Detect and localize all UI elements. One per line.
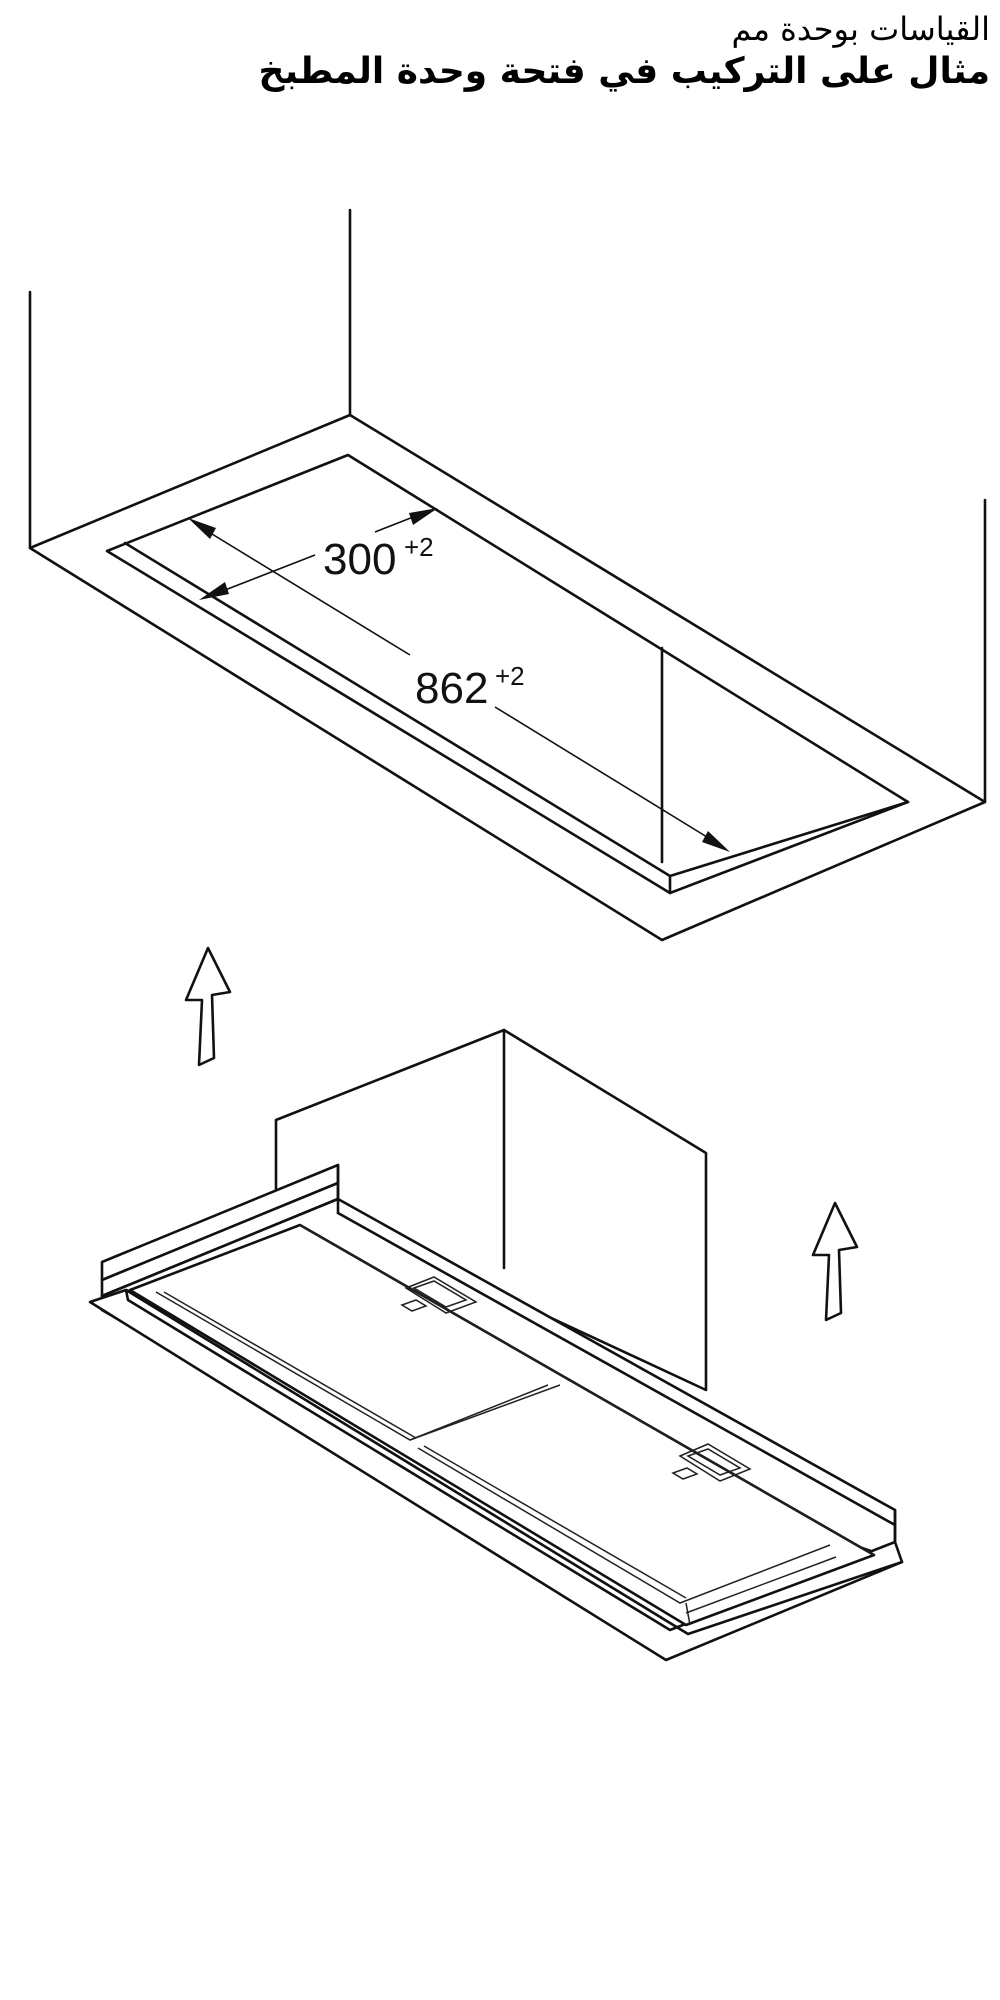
- arrowhead: [199, 582, 229, 600]
- arrowhead: [409, 508, 438, 525]
- dimension-width: 862 +2: [188, 518, 730, 852]
- cabinet-cutout: [28, 208, 987, 942]
- filter-panel-right: [417, 1447, 831, 1604]
- filter-handle-icon: [671, 1443, 752, 1482]
- width-tolerance: +2: [495, 661, 525, 691]
- up-arrow-left-icon: [184, 946, 232, 1067]
- motor-housing: [274, 1028, 708, 1392]
- header: القياسات بوحدة مم مثال على التركيب في فت…: [90, 8, 990, 94]
- dimension-depth: 300 +2: [199, 508, 438, 600]
- units-note: القياسات بوحدة مم: [731, 10, 990, 48]
- arrowhead: [188, 518, 216, 539]
- diagram-title: مثال على التركيب في فتحة وحدة المطبخ: [258, 51, 990, 92]
- up-arrow-right-icon: [811, 1201, 859, 1322]
- width-value: 862: [415, 664, 488, 713]
- depth-tolerance: +2: [404, 532, 434, 562]
- filter-handle-icon: [400, 1276, 478, 1314]
- arrowhead: [702, 831, 730, 852]
- depth-value: 300: [323, 535, 396, 584]
- cutout-edge-thickness: [123, 541, 910, 878]
- hood-unit: [88, 1028, 904, 1662]
- cabinet-bottom-panel: [28, 413, 987, 942]
